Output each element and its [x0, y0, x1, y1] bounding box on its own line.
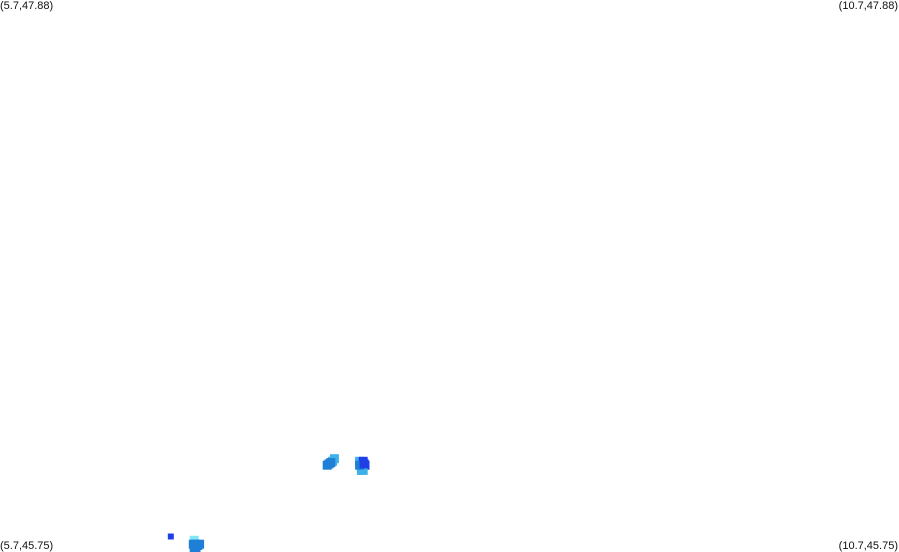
data-cell — [195, 539, 205, 549]
data-cell — [326, 458, 336, 468]
corner-label-bottom-left: (5.7,45.75) — [0, 540, 54, 552]
data-cell — [356, 465, 366, 475]
cluster-east — [355, 456, 370, 475]
cluster-south — [188, 535, 205, 552]
data-cell — [188, 539, 198, 549]
cluster-dot — [167, 533, 174, 540]
data-cell — [359, 459, 369, 469]
corner-label-bottom-right: (10.7,45.75) — [838, 540, 898, 552]
corner-label-top-right: (10.7,47.88) — [838, 0, 898, 12]
data-cell — [167, 533, 174, 540]
corner-label-top-left: (5.7,47.88) — [0, 0, 54, 12]
cluster-center — [322, 454, 339, 470]
data-cells-layer — [167, 454, 370, 552]
